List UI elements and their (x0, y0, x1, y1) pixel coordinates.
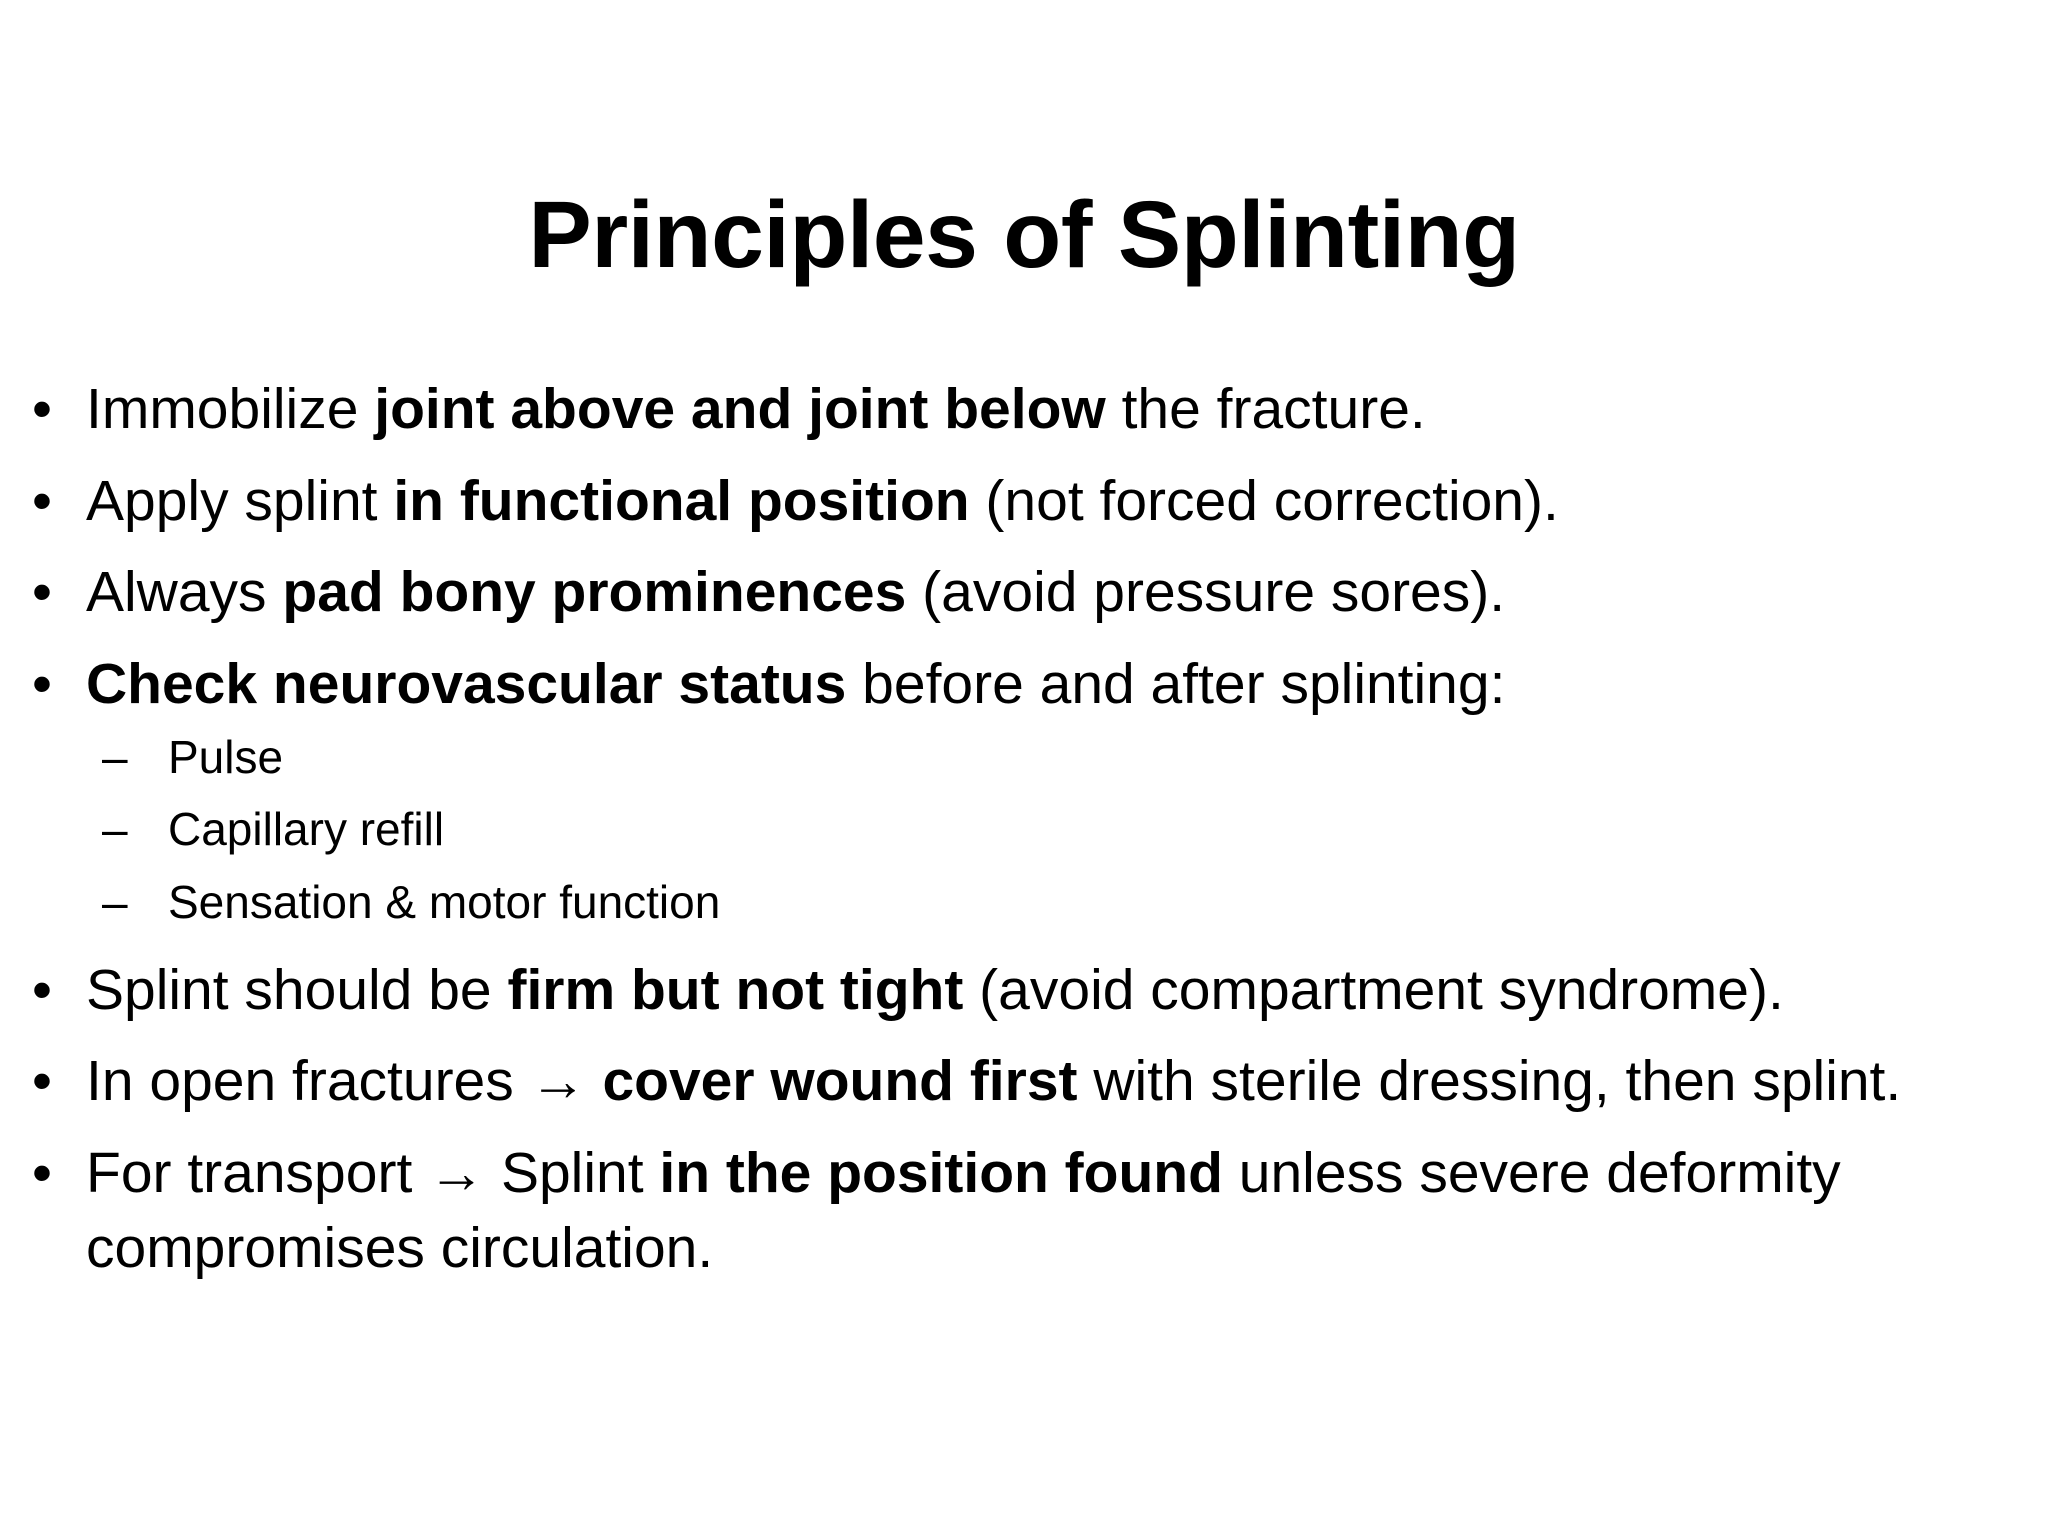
bullet-run-text-bold: in the position found (659, 1141, 1223, 1205)
bullet-run-text: before and after splinting: (846, 651, 1506, 716)
bullet-run-text: unless severe deformity compromises circ… (86, 1141, 1841, 1280)
bullet-marker-icon: • (32, 560, 52, 625)
sub-bullet-label: Capillary refill (168, 803, 445, 856)
bullet-run-text: with sterile dressing, then splint. (1077, 1049, 1902, 1114)
bullet-run-text-bold: cover wound first (602, 1049, 1078, 1114)
bullet-marker-icon: • (32, 1049, 52, 1114)
bullet-marker-icon: • (32, 651, 52, 716)
bullet-item-transport-position: • For transport → Splint in the position… (18, 1136, 2028, 1285)
sub-bullet-item-capillary-refill: – Capillary refill (102, 796, 2028, 863)
bullet-run-text: Splint should be (86, 957, 508, 1022)
bullet-marker-icon: • (32, 468, 52, 533)
bullet-run-text-bold: in functional position (393, 468, 970, 533)
bullet-item-immobilize: • Immobilize joint above and joint below… (18, 372, 2028, 447)
bullet-run-text: Apply splint (86, 468, 394, 533)
slide-title: Principles of Splinting (528, 181, 1520, 288)
bullet-run-text: Immobilize (86, 377, 375, 441)
dash-marker-icon: – (102, 876, 128, 928)
bullet-item-neurovascular-status: • Check neurovascular status before and … (18, 647, 2028, 936)
bullet-run-text: In open fractures → (86, 1049, 603, 1114)
bullet-run-text: (avoid compartment syndrome). (963, 957, 1784, 1022)
bullet-run-text-bold: joint above and joint below (374, 377, 1106, 441)
bullet-run-text: (not forced correction). (969, 468, 1559, 533)
sub-bullet-item-sensation-motor-function: – Sensation & motor function (102, 869, 2028, 936)
bullet-marker-icon: • (32, 957, 52, 1022)
sub-bullet-list-neurovascular-checks: – Pulse – Capillary refill – Sensation &… (86, 724, 2028, 936)
sub-bullet-label: Sensation & motor function (168, 876, 721, 928)
bullet-run-text-bold: Check neurovascular status (86, 651, 847, 716)
dash-marker-icon: – (102, 730, 128, 783)
bullet-run-text: (avoid pressure sores). (906, 560, 1506, 625)
bullet-item-firm-not-tight: • Splint should be firm but not tight (a… (18, 953, 2028, 1028)
bullet-run-text-bold: pad bony prominences (282, 560, 907, 625)
sub-bullet-item-pulse: – Pulse (102, 724, 2028, 791)
bullet-marker-icon: • (32, 1141, 52, 1205)
bullet-item-open-fractures: • In open fractures → cover wound first … (18, 1044, 2028, 1119)
dash-marker-icon: – (102, 803, 128, 856)
slide-body-bullet-list: • Immobilize joint above and joint below… (18, 372, 2028, 1302)
bullet-item-pad-bony-prominences: • Always pad bony prominences (avoid pre… (18, 555, 2028, 630)
bullet-run-text: Always (86, 560, 283, 625)
bullet-run-text-bold: firm but not tight (507, 957, 964, 1022)
bullet-run-text: the fracture. (1105, 377, 1426, 441)
bullet-item-functional-position: • Apply splint in functional position (n… (18, 464, 2028, 539)
bullet-run-text: For transport → Splint (86, 1141, 660, 1205)
bullet-marker-icon: • (32, 377, 52, 441)
sub-bullet-label: Pulse (168, 730, 284, 783)
